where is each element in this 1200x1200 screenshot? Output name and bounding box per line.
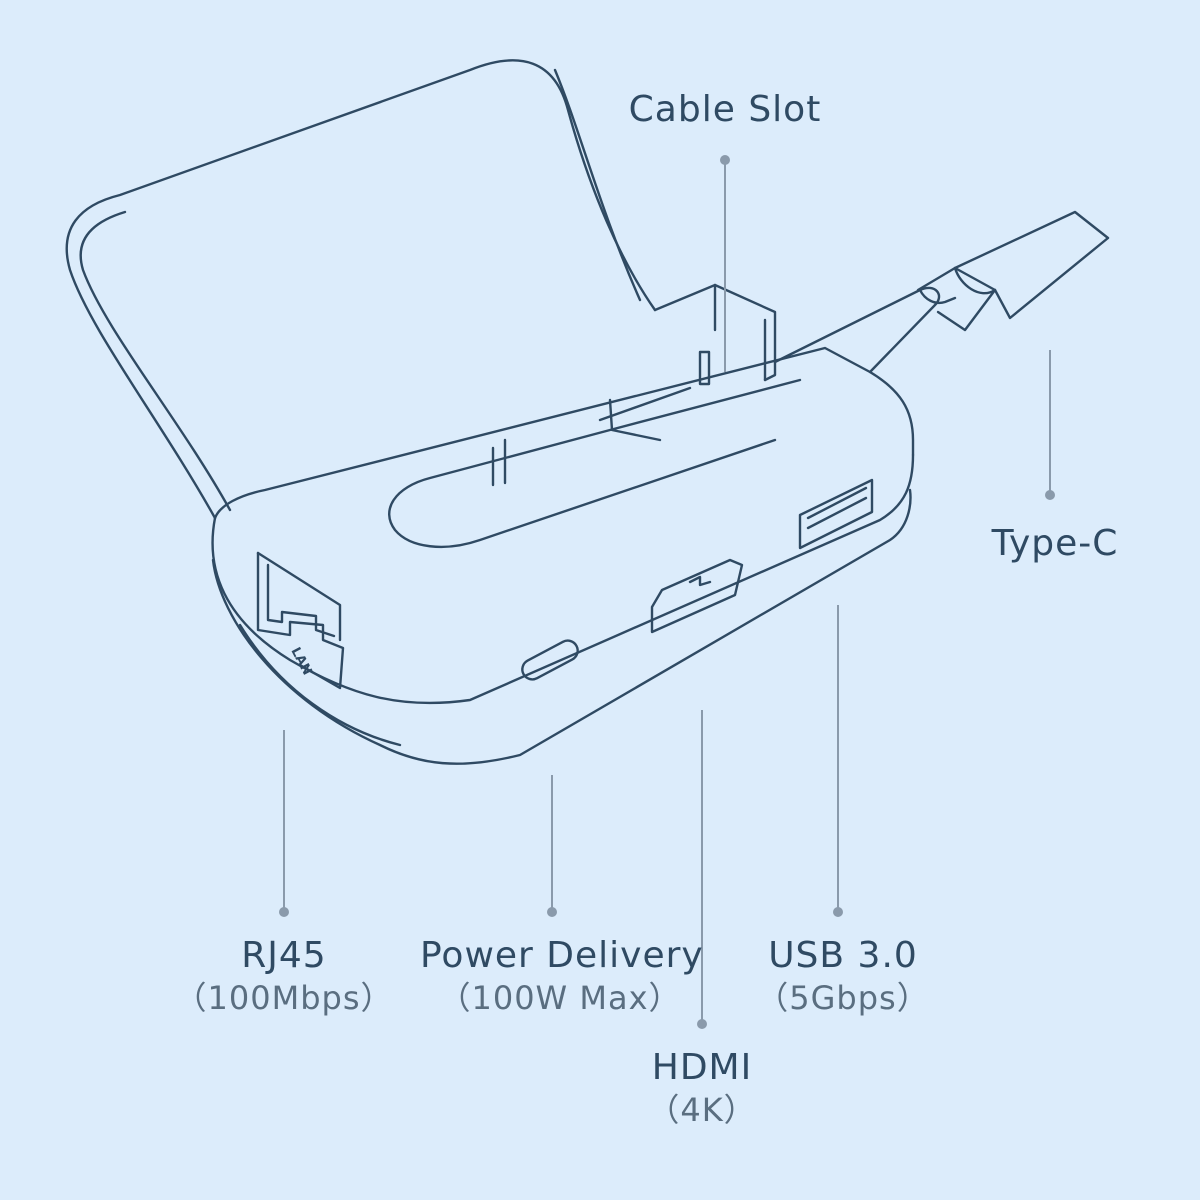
usb-label: USB 3.0 5Gbps <box>748 934 938 1018</box>
hdmi-detail: 4K <box>632 1090 772 1130</box>
power-delivery-title: Power Delivery <box>420 935 704 976</box>
power-delivery-label: Power Delivery 100W Max <box>420 934 704 1018</box>
hub-body <box>211 453 915 705</box>
cable-slot-clip <box>698 350 711 386</box>
cable-slot-block <box>653 283 777 382</box>
rj45-label: RJ45 100Mbps <box>174 934 394 1018</box>
hdmi-port <box>650 558 744 634</box>
rj45-port <box>256 551 345 690</box>
usb-port <box>798 478 874 550</box>
usb-detail: 5Gbps <box>748 978 938 1018</box>
stand-back-edge <box>553 68 642 302</box>
hub-slot-cutout <box>388 378 802 549</box>
power-delivery-detail: 100W Max <box>420 978 700 1018</box>
usb-title: USB 3.0 <box>768 935 918 976</box>
stand-back-panel <box>65 59 657 520</box>
type-c-label: Type-C <box>980 522 1130 566</box>
hdmi-title: HDMI <box>651 1047 753 1088</box>
hub-top-surface <box>213 346 915 520</box>
type-c-connector <box>953 210 1110 320</box>
usb-c-port <box>521 639 579 681</box>
stand-back-panel-inner <box>79 210 232 512</box>
rj45-detail: 100Mbps <box>174 978 394 1018</box>
cable-slot-title: Cable Slot <box>628 89 822 130</box>
hdmi-label: HDMI 4K <box>632 1046 772 1130</box>
rj45-title: RJ45 <box>241 935 327 976</box>
cable-slot-label: Cable Slot <box>620 88 830 132</box>
type-c-cable <box>773 286 941 374</box>
type-c-title: Type-C <box>991 523 1119 564</box>
hub-base <box>211 488 912 765</box>
